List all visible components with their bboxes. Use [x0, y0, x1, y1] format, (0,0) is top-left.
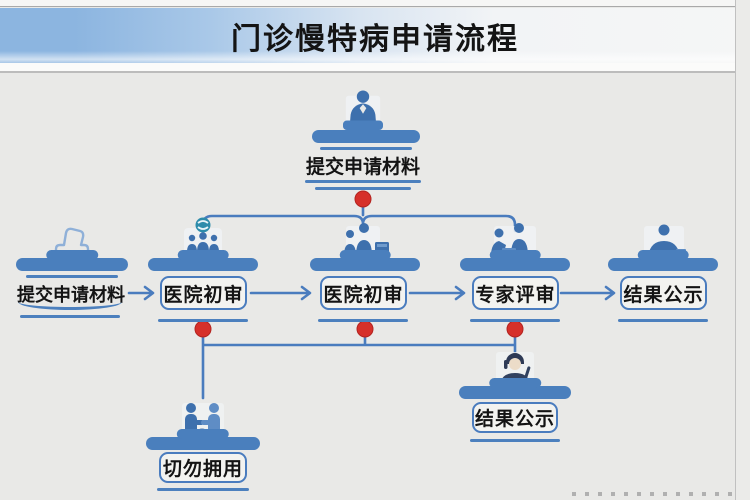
top-node-label: 提交申请材料 [305, 156, 420, 178]
arrow-line-3 [408, 285, 466, 301]
platform-shadow-line [320, 147, 412, 150]
reception-desk-icon [343, 90, 383, 130]
box-underline [157, 488, 249, 491]
flow-box-result-publicity-bottom: 结果公示 [472, 402, 558, 433]
counter-platform [312, 130, 420, 143]
counter-platform [16, 258, 128, 271]
bottom-node-2-label: 结果公示 [474, 408, 555, 430]
box-underline [470, 319, 560, 322]
mid-node-3-label: 医院初审 [323, 283, 404, 306]
top-strip [0, 0, 750, 7]
flow-box-expert-review: 专家评审 [472, 276, 559, 310]
counter-platform [148, 258, 258, 271]
mid-node-2-label: 医院初审 [163, 283, 244, 306]
counter-platform [459, 386, 571, 399]
label-underline [305, 180, 421, 183]
header-banner: 门诊慢特病申请流程 [0, 8, 750, 63]
screen-right-edge [736, 0, 750, 500]
mid-node-5-label: 结果公示 [623, 283, 704, 306]
flow-box-hospital-review-2: 医院初审 [320, 276, 407, 310]
counter-platform [608, 258, 718, 271]
counter-platform [310, 258, 420, 271]
bottom-node-1-label: 切勿拥用 [162, 458, 243, 480]
red-dot [356, 320, 374, 338]
flow-box-result-publicity-top: 结果公示 [620, 276, 707, 310]
flow-box-bottom-left: 切勿拥用 [159, 452, 247, 483]
arrow-line-2 [249, 285, 312, 301]
box-underline [618, 319, 708, 322]
flow-box-hospital-review-1: 医院初审 [160, 276, 247, 310]
page-title: 门诊慢特病申请流程 [231, 21, 519, 57]
screen-right-edge-line [735, 0, 736, 500]
box-underline [158, 319, 248, 322]
red-dot [354, 190, 372, 208]
counter-platform [460, 258, 570, 271]
red-dot [506, 320, 524, 338]
platform-shadow-line [26, 275, 118, 278]
header-divider [0, 63, 750, 73]
red-dot [194, 320, 212, 338]
label-underline [20, 315, 120, 318]
box-underline [318, 319, 408, 322]
cropped-watermark [572, 492, 734, 496]
label-underline [315, 187, 411, 190]
counter-platform [146, 437, 260, 450]
label-arc-underline [18, 301, 122, 310]
box-underline [470, 439, 560, 442]
arrow-line-4 [559, 285, 616, 301]
mid-node-4-label: 专家评审 [475, 283, 556, 306]
